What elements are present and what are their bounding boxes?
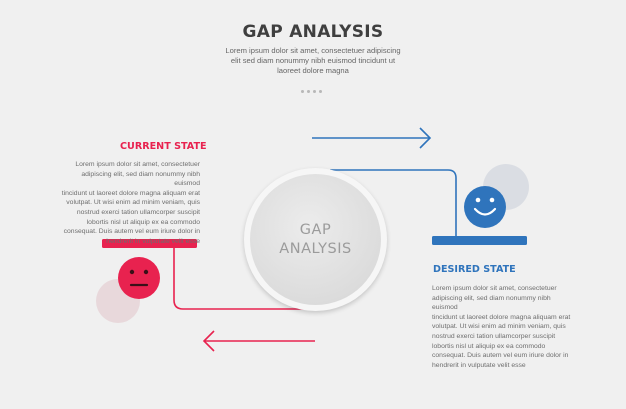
- body-line: adipiscing elit, sed diam nonummy nibh e…: [81, 170, 200, 188]
- dot: [319, 90, 322, 93]
- current-platform-bar: [102, 239, 197, 248]
- dot: [301, 90, 304, 93]
- subtitle-line: laoreet dolore magna: [277, 66, 349, 75]
- body-line: volutpat. Ut wisi enim ad minim veniam, …: [432, 323, 566, 331]
- desired-state-body: Lorem ipsum dolor sit amet, consectetuer…: [432, 284, 572, 370]
- subtitle-line: Lorem ipsum dolor sit amet, consectetuer…: [225, 46, 401, 55]
- left-arrow-icon: [202, 330, 315, 352]
- page-subtitle: Lorem ipsum dolor sit amet, consectetuer…: [213, 46, 413, 76]
- body-line: consequat. Duis autem vel eum iriure dol…: [432, 352, 569, 360]
- center-circle: GAP ANALYSIS: [244, 168, 387, 311]
- smiling-face-icon: [464, 186, 506, 228]
- page-title: GAP ANALYSIS: [242, 22, 384, 42]
- current-state-body: Lorem ipsum dolor sit amet, consectetuer…: [60, 160, 200, 246]
- body-line: Lorem ipsum dolor sit amet, consectetuer: [432, 285, 557, 292]
- desired-connector-line: [330, 169, 457, 237]
- pagination-dots: [301, 80, 325, 98]
- dot: [313, 90, 316, 93]
- body-line: adipiscing elit, sed diam nonummy nibh e…: [432, 294, 551, 312]
- current-connector-line: [173, 247, 305, 310]
- body-line: lobortis nisl ut aliquip ex ea commodo: [432, 342, 546, 350]
- center-label-line1: GAP: [299, 221, 332, 238]
- body-line: hendrerit in vulputate velit esse: [106, 237, 200, 245]
- body-line: Lorem ipsum dolor sit amet, consectetuer: [75, 161, 200, 168]
- body-line: tincidunt ut laoreet dolore magna aliqua…: [432, 313, 571, 321]
- dot: [307, 90, 310, 93]
- body-line: nostrud exerci tation ullamcorper suscip…: [76, 208, 200, 216]
- desired-state-heading: DESIRED STATE: [433, 264, 516, 275]
- current-state-heading: CURRENT STATE: [120, 141, 207, 152]
- body-line: consequat. Duis autem vel eum iriure dol…: [63, 228, 200, 236]
- body-line: nostrud exerci tation ullamcorper suscip…: [432, 332, 556, 340]
- desired-platform-bar: [432, 236, 527, 245]
- center-label-line2: ANALYSIS: [279, 240, 352, 257]
- right-arrow-icon: [312, 127, 432, 149]
- neutral-face-icon: [118, 257, 160, 299]
- subtitle-line: elit sed diam nonummy nibh euismod tinci…: [230, 56, 396, 65]
- center-circle-inner: GAP ANALYSIS: [250, 174, 381, 305]
- body-line: lobortis nisl ut aliquip ex ea commodo: [86, 218, 200, 226]
- body-line: tincidunt ut laoreet dolore magna aliqua…: [61, 189, 200, 197]
- body-line: volutpat. Ut wisi enim ad minim veniam, …: [66, 199, 200, 207]
- body-line: hendrerit in vulputate velit esse: [432, 361, 526, 369]
